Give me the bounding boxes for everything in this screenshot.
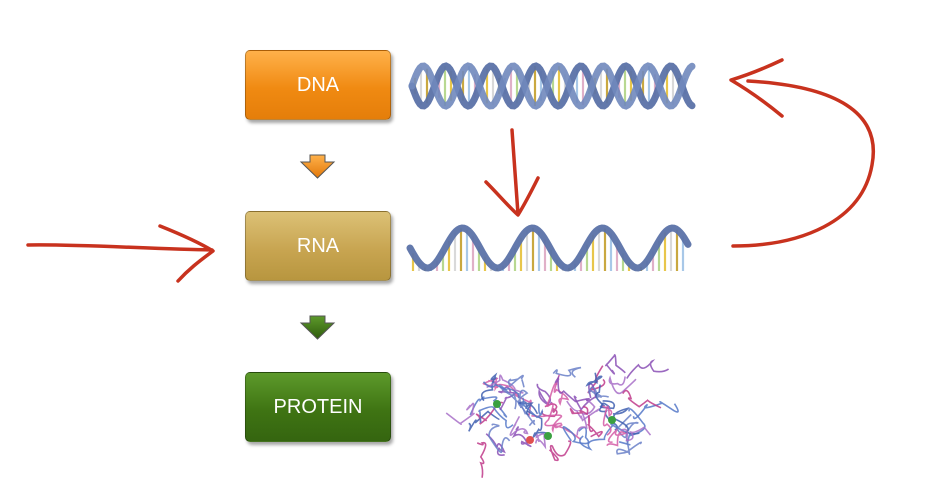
dna-box: DNA bbox=[245, 50, 391, 120]
hand-drawn-arrow-into-rna bbox=[26, 224, 215, 283]
protein-box: PROTEIN bbox=[245, 372, 391, 442]
rna-helix-image bbox=[406, 224, 692, 272]
rna-label: RNA bbox=[296, 234, 340, 257]
hand-drawn-arrow-rna-to-dna-loop bbox=[729, 58, 876, 248]
dna-to-rna-arrow bbox=[299, 154, 336, 179]
rna-to-protein-arrow bbox=[299, 315, 336, 340]
dna-label: DNA bbox=[296, 73, 340, 96]
hand-drawn-arrow-dna-to-rna bbox=[484, 128, 540, 217]
protein-label: PROTEIN bbox=[273, 395, 363, 418]
dna-double-helix-image bbox=[408, 62, 696, 110]
rna-box: RNA bbox=[245, 211, 391, 281]
protein-structure-image bbox=[445, 354, 679, 478]
